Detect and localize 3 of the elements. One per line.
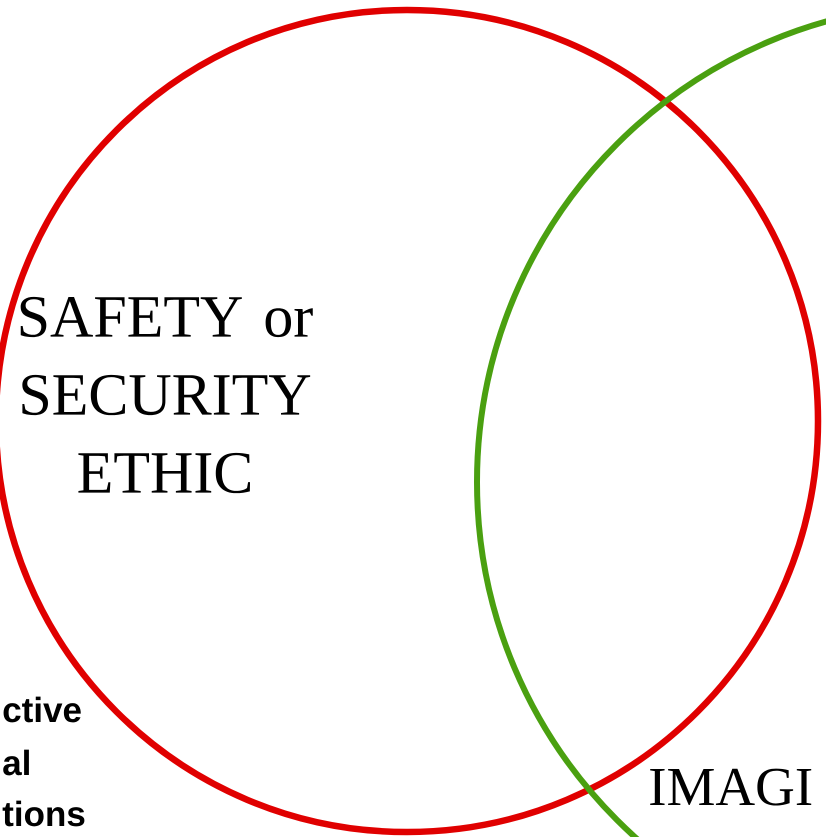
label: ctive: [4, 696, 81, 722]
label: al: [3, 750, 29, 776]
label: tions: [2, 800, 84, 826]
